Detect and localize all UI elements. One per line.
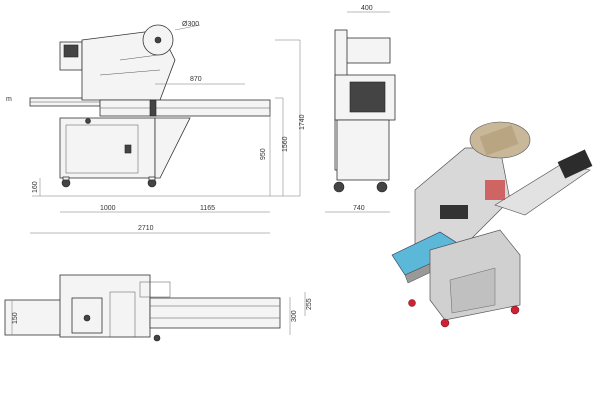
dim-1740: 1740 xyxy=(299,114,306,130)
dim-400: 400 xyxy=(361,5,373,12)
dim-870: 870 xyxy=(190,76,202,83)
dim-950: 950 xyxy=(260,148,267,160)
dim-1165: 1165 xyxy=(200,205,215,212)
dim-740: 740 xyxy=(353,205,365,212)
dim-roll-diameter: Ø300 xyxy=(182,21,199,28)
left-edge-mark: m xyxy=(6,96,12,103)
plan-outfeed xyxy=(149,297,281,329)
cabinet-door xyxy=(65,124,139,174)
dim-255: 255 xyxy=(306,298,313,310)
plan-infeed xyxy=(4,299,71,336)
dim-2710: 2710 xyxy=(138,225,154,232)
dim-1560: 1560 xyxy=(282,136,289,152)
touch-screen xyxy=(63,44,79,58)
logo-badge xyxy=(85,118,91,124)
front-cabinet xyxy=(336,119,390,181)
wheel xyxy=(376,181,388,193)
side-elevation-view: Ø300 870 1740 1560 950 160 1000 1165 271… xyxy=(6,21,306,234)
dim-1000: 1000 xyxy=(100,205,116,212)
dim-300: 300 xyxy=(291,310,298,322)
isometric-render xyxy=(391,121,593,328)
dim-160: 160 xyxy=(32,181,39,193)
front-elevation-view: 400 740 xyxy=(325,5,396,213)
base-cabinet xyxy=(59,117,156,179)
plan-view: 150 300 255 xyxy=(4,274,313,342)
wheel xyxy=(333,181,345,193)
front-upper-unit xyxy=(344,37,391,64)
dim-150: 150 xyxy=(12,312,19,324)
